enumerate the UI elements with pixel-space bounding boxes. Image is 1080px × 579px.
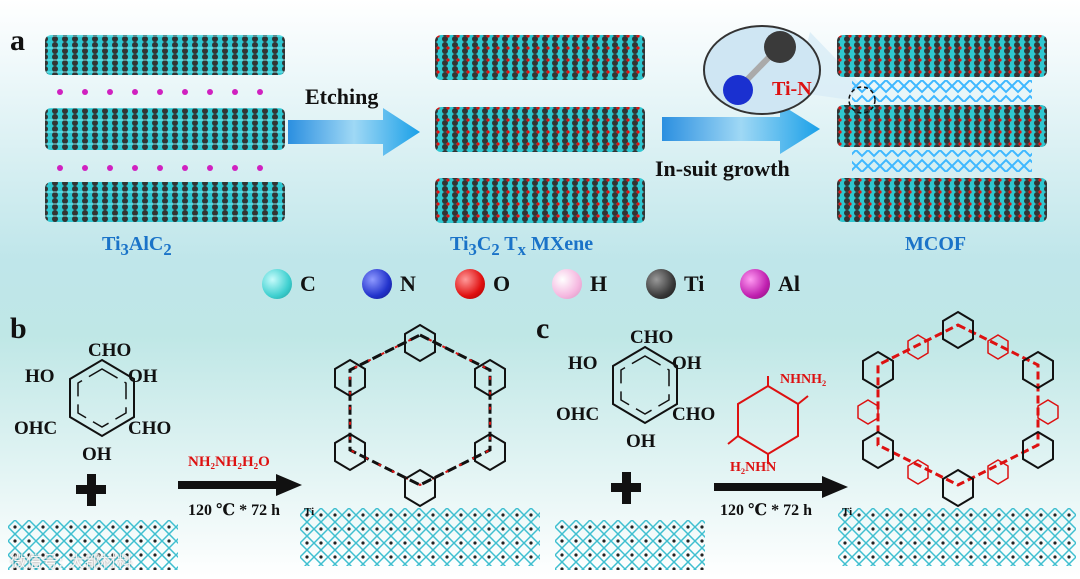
legend-swatch-h — [552, 269, 582, 299]
panel-c-cof-substrate — [838, 508, 1076, 566]
panel-b-plus — [76, 474, 106, 506]
panel-b-reaction-arrow — [178, 474, 302, 496]
panel-b-oh-bottom: OH — [82, 444, 112, 465]
legend-label-ti: Ti — [684, 271, 705, 296]
mcof-structure — [837, 35, 1047, 222]
panel-b-aldehyde-molecule — [69, 358, 135, 438]
panel-a-letter: a — [10, 24, 25, 57]
watermark: 微信号: 大都材料 — [10, 552, 133, 571]
panel-b-substrate-ti-label: Ti — [304, 506, 315, 518]
panel-c-linker-molecule — [727, 376, 809, 464]
legend-swatch-al — [740, 269, 770, 299]
mxene-structure — [435, 35, 645, 223]
panel-b-cof-substrate — [300, 508, 540, 566]
panel-c-letter: c — [536, 312, 550, 345]
legend-item-h: H — [552, 269, 607, 299]
panel-b-ohc: OHC — [14, 418, 58, 439]
legend-label-n: N — [400, 271, 416, 296]
growth-arrow — [662, 104, 820, 154]
panel-c-reaction-arrow — [714, 476, 848, 498]
material3-label: MCOF — [905, 233, 967, 255]
legend-item-o: O — [455, 269, 510, 299]
panel-c-plus — [611, 472, 641, 504]
panel-c-oh-bottom: OH — [626, 431, 656, 452]
panel-c-cho-top: CHO — [630, 327, 674, 348]
legend-label-h: H — [590, 271, 608, 296]
panel-c-aldehyde-molecule — [612, 345, 678, 425]
panel-c-linker-top: NHNH₂ — [780, 372, 827, 387]
panel-c-linker-bottom: H₂NHN — [730, 460, 777, 475]
panel-c-ohc: OHC — [556, 404, 600, 425]
legend-item-ti: Ti — [646, 269, 704, 299]
etching-label: Etching — [305, 84, 379, 109]
legend-label-c: C — [300, 271, 316, 296]
legend-swatch-ti — [646, 269, 676, 299]
panel-b-cho-right: CHO — [128, 418, 172, 439]
panel-b-letter: b — [10, 312, 27, 345]
legend-label-al: Al — [778, 271, 800, 296]
ti-n-label: Ti-N — [772, 78, 812, 100]
ti-n-bond-zoom — [703, 25, 860, 115]
etching-arrow — [288, 108, 420, 156]
material2-label: Ti3C2 Tx MXene — [450, 233, 594, 259]
legend-label-o: O — [493, 271, 511, 296]
material1-label: Ti3AlC2 — [102, 233, 172, 259]
legend-swatch-o — [455, 269, 485, 299]
panel-c-oh: OH — [672, 353, 702, 374]
panel-b-cof-framework — [334, 323, 506, 508]
panel-b-cho-top: CHO — [88, 340, 132, 361]
legend-item-al: Al — [740, 269, 800, 299]
legend-swatch-c — [262, 269, 292, 299]
panel-c-substrate — [555, 520, 705, 570]
panel-c-substrate-ti-label: Ti — [842, 506, 853, 518]
panel-b-condition: 120 ℃ * 72 h — [188, 502, 281, 519]
panel-c-cof-framework — [857, 310, 1059, 508]
legend-item-n: N — [362, 269, 416, 299]
legend-item-c: C — [262, 269, 316, 299]
panel-b-substrate — [8, 520, 178, 570]
growth-label: In-suit growth — [655, 156, 790, 181]
panel-b-oh: OH — [128, 366, 158, 387]
panel-b-reagent: NH₂NH₂H₂O — [188, 454, 270, 470]
legend-swatch-n — [362, 269, 392, 299]
panel-c-ho: HO — [568, 353, 598, 374]
panel-c-condition: 120 ℃ * 72 h — [720, 502, 813, 519]
panel-c-cho-right: CHO — [672, 404, 716, 425]
panel-b-ho: HO — [25, 366, 55, 387]
ti3alc2-structure — [45, 35, 285, 222]
